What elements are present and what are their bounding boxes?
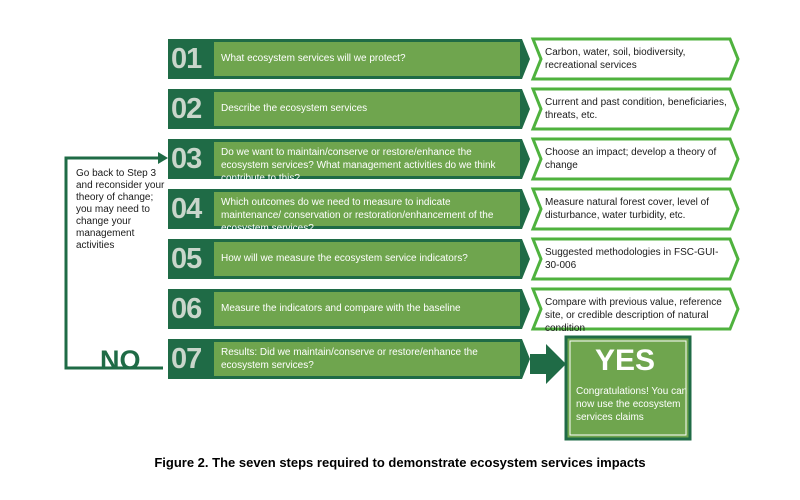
loop-line [64, 156, 163, 370]
yes-arrow [530, 344, 566, 384]
yes-label: YES [594, 344, 656, 377]
step-number-box-3 [168, 139, 212, 179]
figure-caption: Figure 2. The seven steps required to de… [154, 455, 646, 470]
step-guidance-4: Measure natural forest cover, level of d… [545, 197, 709, 221]
step-guidance-box-5 [530, 237, 740, 281]
step-guidance-box-6 [530, 287, 740, 331]
step-question-box-5 [214, 242, 520, 276]
step-guidance-2: Current and past condition, beneficiarie… [545, 97, 727, 121]
step-question-box-1 [214, 42, 520, 76]
step-question-box-7 [214, 342, 520, 376]
step-question-7: Results: Did we maintain/conserve or res… [221, 347, 478, 371]
step-number-1: 01 [171, 43, 202, 75]
loop-arrowhead [158, 152, 168, 164]
no-label: NO [100, 345, 141, 375]
step-number-2: 02 [171, 93, 202, 125]
loop-note: Go back to Step 3 and reconsider your th… [76, 168, 165, 251]
step-number-box-6 [168, 289, 212, 329]
step-number-6: 06 [171, 293, 202, 325]
step-question-4: Which outcomes do we need to measure to … [221, 197, 494, 234]
step-number-box-4 [168, 189, 212, 229]
step-number-7: 07 [171, 343, 202, 375]
step-question-box-6 [214, 292, 520, 326]
yes-box-inner-border [569, 340, 687, 436]
step-guidance-3: Choose an impact; develop a theory of ch… [545, 147, 717, 171]
yes-box [564, 335, 692, 441]
step-guidance-5: Suggested methodologies in FSC-GUI-30-00… [545, 247, 719, 271]
step-guidance-1: Carbon, water, soil, biodiversity, recre… [545, 47, 686, 71]
step-number-4: 04 [171, 193, 202, 225]
step-guidance-box-4 [530, 187, 740, 231]
step-guidance-box-3 [530, 137, 740, 181]
step-number-box-5 [168, 239, 212, 279]
step-number-box-7 [168, 339, 212, 379]
step-question-box-3 [214, 142, 520, 176]
step-guidance-6: Compare with previous value, reference s… [545, 297, 722, 334]
step-question-box-4 [214, 192, 520, 226]
step-question-box-2 [214, 92, 520, 126]
step-question-1: What ecosystem services will we protect? [221, 53, 406, 64]
step-question-6: Measure the indicators and compare with … [221, 303, 461, 314]
step-number-box-2 [168, 89, 212, 129]
yes-message: Congratulations! You can now use the eco… [576, 386, 688, 423]
step-guidance-box-1 [530, 37, 740, 81]
step-question-2: Describe the ecosystem services [221, 103, 368, 114]
step-question-3: Do we want to maintain/conserve or resto… [221, 147, 496, 184]
step-question-5: How will we measure the ecosystem servic… [221, 253, 468, 264]
step-number-3: 03 [171, 143, 202, 175]
step-number-5: 05 [171, 243, 202, 275]
step-guidance-box-2 [530, 87, 740, 131]
step-number-box-1 [168, 39, 212, 79]
